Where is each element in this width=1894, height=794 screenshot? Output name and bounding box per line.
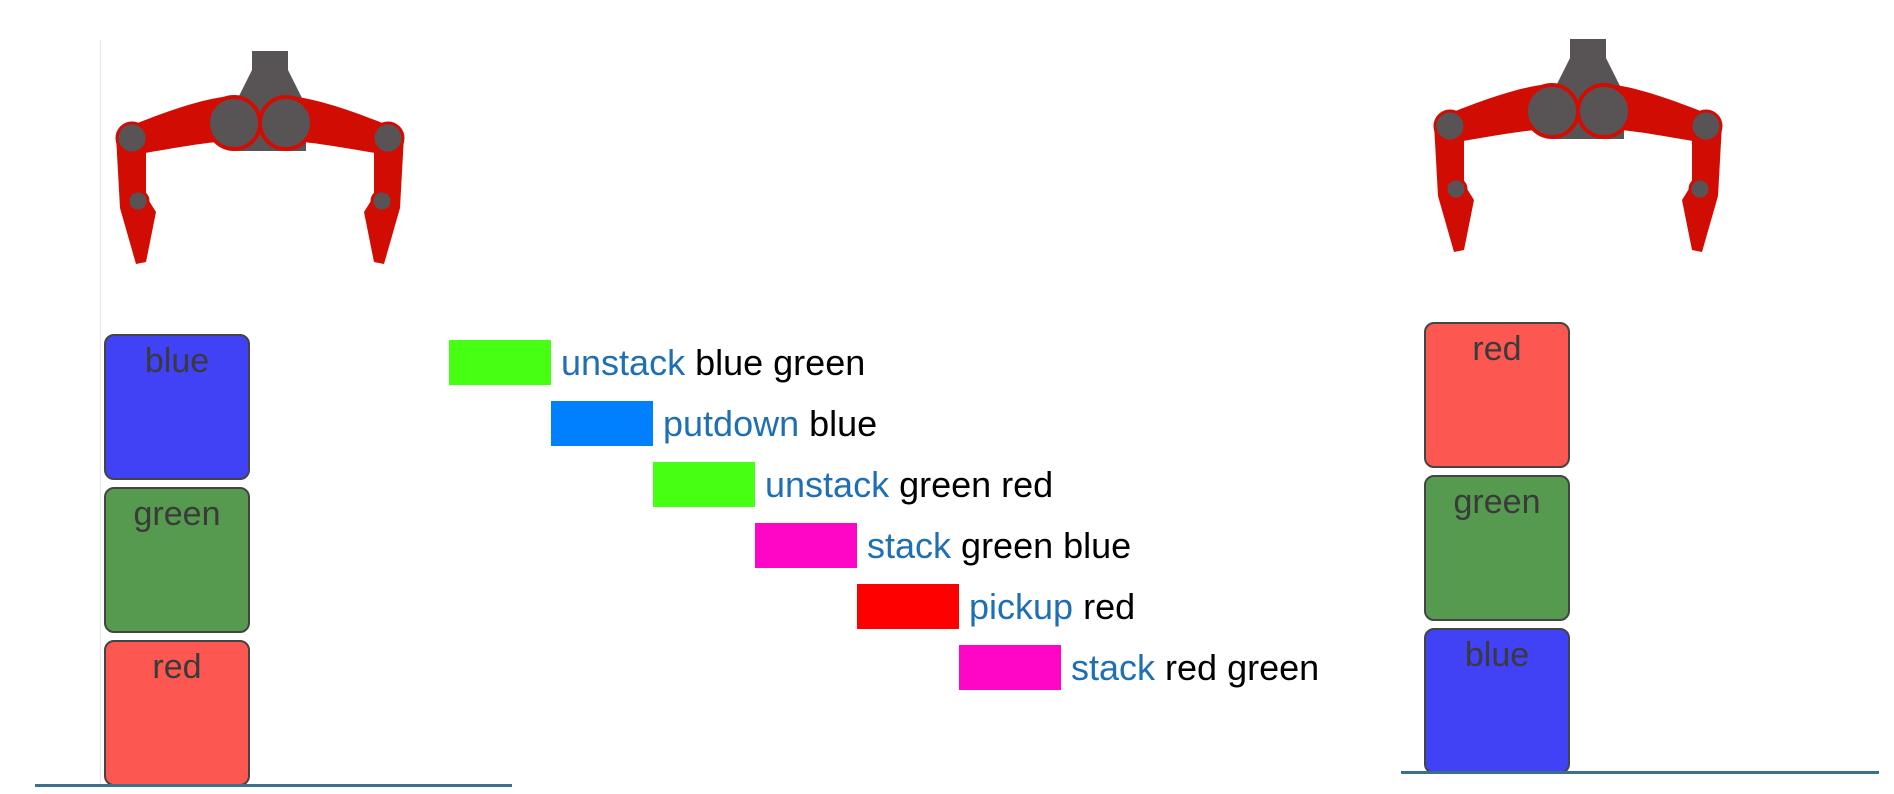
block-green: green <box>104 487 250 633</box>
ground-line <box>35 784 512 787</box>
step-text: pickup red <box>969 584 1135 629</box>
block-label: red <box>152 648 202 686</box>
block-label: red <box>1472 330 1522 368</box>
step-bar <box>653 462 755 507</box>
step-action: pickup <box>969 586 1074 627</box>
block-label: blue <box>1464 636 1530 674</box>
block-blue: blue <box>1424 628 1570 774</box>
step-bar <box>857 584 959 629</box>
block-red: red <box>104 640 250 786</box>
step-text: stack red green <box>1071 645 1319 690</box>
step-bar <box>449 340 551 385</box>
block-blue: blue <box>104 334 250 480</box>
step-bar <box>551 401 653 446</box>
step-action: stack <box>1071 647 1156 688</box>
block-red: red <box>1424 322 1570 468</box>
step-text: unstack green red <box>765 462 1053 507</box>
step-text: putdown blue <box>663 401 877 446</box>
step-args: blue <box>809 403 878 444</box>
block-label: blue <box>144 342 210 380</box>
step-args: red green <box>1165 647 1320 688</box>
step-action: unstack <box>561 342 686 383</box>
step-action: stack <box>867 525 952 566</box>
step-args: red <box>1083 586 1136 627</box>
step-bar <box>959 645 1061 690</box>
step-text: unstack blue green <box>561 340 865 385</box>
step-args: blue green <box>695 342 866 383</box>
step-text: stack green blue <box>867 523 1131 568</box>
step-action: putdown <box>663 403 800 444</box>
robot-gripper-icon <box>1433 39 1723 252</box>
ground-line <box>1401 771 1879 774</box>
step-args: green red <box>899 464 1054 505</box>
block-label: green <box>1453 483 1541 521</box>
block-green: green <box>1424 475 1570 621</box>
step-args: green blue <box>961 525 1132 566</box>
step-action: unstack <box>765 464 890 505</box>
robot-gripper-icon <box>115 51 405 264</box>
step-bar <box>755 523 857 568</box>
block-label: green <box>133 495 221 533</box>
left-divider <box>100 40 101 785</box>
